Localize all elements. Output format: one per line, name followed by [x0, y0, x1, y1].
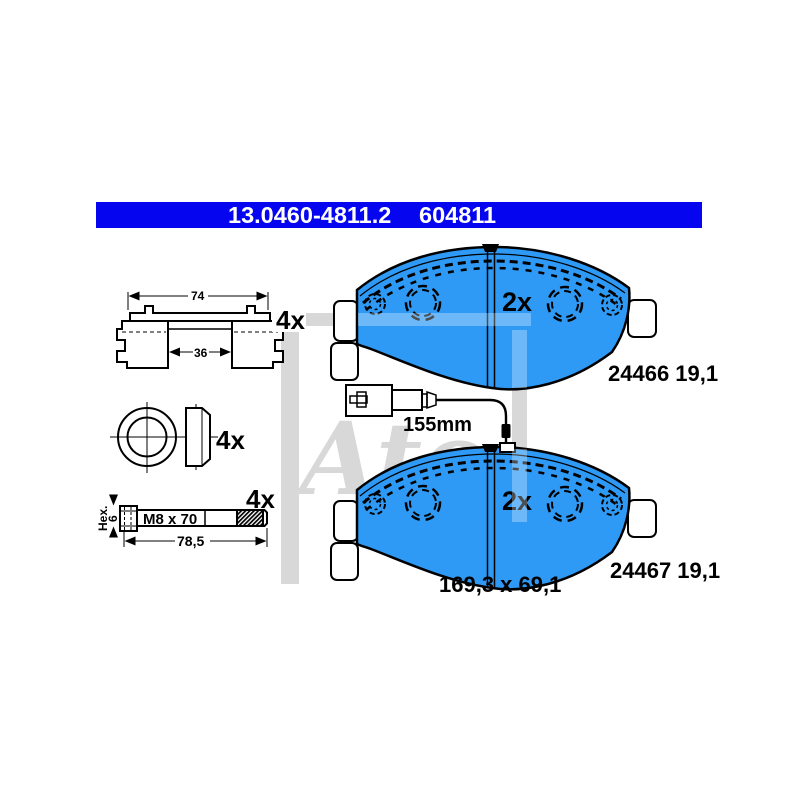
pad-bottom-hatch-1	[362, 459, 622, 505]
sensor-connector-pin	[356, 391, 367, 408]
bolt-thread	[236, 509, 264, 527]
bush-side-view	[185, 407, 211, 467]
pad-top-hole-left	[404, 284, 442, 322]
pad-bottom-hole-left-inner	[409, 489, 437, 517]
clip-qty-backing	[272, 302, 306, 332]
pad-top-qty-label: 2x	[502, 287, 532, 317]
pad-top-screw-hole-left-inner	[368, 297, 382, 311]
watermark-vertical-band-left	[281, 326, 299, 584]
ring-inner-circle	[126, 416, 168, 458]
pad-top-hatch-1	[362, 259, 622, 305]
pad-top-left-ear	[333, 300, 359, 342]
pad-bottom-screw-hole-right	[601, 494, 623, 516]
bolt-spec-label: M8 x 70	[143, 511, 197, 528]
clip-top-rail	[129, 305, 271, 322]
pad-bottom-screw-hole-left-inner	[368, 497, 382, 511]
guide-bolt-drawing: 4x Hex. 6 M8 x 70 78,5	[96, 484, 275, 549]
clip-dim-inner-label: 36	[194, 346, 208, 360]
header-blue-bar	[96, 202, 702, 228]
pad-top-screw-hole-left	[364, 293, 386, 315]
pad-bottom-left-tab	[330, 542, 359, 581]
bolt-head	[119, 505, 138, 532]
band-through-pad-overlay	[358, 313, 531, 326]
header-bar: 13.0460-4811.2 604811	[96, 202, 702, 228]
sensor-cable-sleeve	[501, 424, 511, 438]
pad-bottom-hole-left	[404, 484, 442, 522]
bolt-hex-size: 6	[106, 515, 120, 522]
pad-top-hole-left-inner	[409, 289, 437, 317]
pad-bottom-body	[355, 445, 631, 591]
pad-top-right-tab	[627, 299, 657, 338]
pad-bottom-sensor-mount	[499, 442, 516, 453]
clip-dim-outer-label: 74	[191, 289, 205, 303]
sensor-cable	[436, 398, 508, 428]
pad-bottom-hatch-2	[365, 466, 618, 511]
ring-qty-label: 4x	[216, 425, 245, 455]
stem-through-pad-top-overlay	[512, 330, 527, 388]
clip-left-block	[116, 320, 169, 369]
bolt-tip	[262, 509, 268, 527]
guide-ring-drawing	[110, 402, 218, 473]
sensor-length-label: 155mm	[403, 414, 472, 436]
pad-dimensions-label: 169,3 x 69,1	[439, 572, 561, 597]
sensor-connector-housing	[345, 384, 393, 417]
pad-bottom-screw-hole-right-inner	[605, 498, 619, 512]
pad-bottom-right-tab	[627, 499, 657, 538]
pad-top-hole-right-inner	[551, 290, 579, 318]
pad-top-part-label: 24466 19,1	[608, 361, 718, 386]
pad-top-slot-tab	[482, 244, 499, 252]
wear-sensor-drawing: 155mm	[345, 384, 511, 444]
ring-outer-circle	[117, 407, 177, 467]
pad-top-hole-right	[546, 285, 584, 323]
pad-bottom-slot-tab	[482, 444, 499, 452]
pad-bottom-left-ear	[333, 500, 359, 542]
pad-bottom-screw-hole-left	[364, 493, 386, 515]
article-number: 604811	[419, 202, 496, 228]
pad-bottom-hole-right-inner	[551, 490, 579, 518]
stem-through-pad-bottom-overlay	[512, 449, 527, 522]
brake-pad-bottom: 2x	[330, 442, 657, 591]
bolt-hex-label: Hex.	[96, 506, 110, 531]
catalog-number: 13.0460-4811.2	[228, 202, 391, 228]
bolt-length-label: 78,5	[177, 533, 204, 549]
sensor-body	[391, 389, 423, 411]
retaining-clip-drawing: 74 36	[116, 289, 284, 369]
pad-bottom-qty-label: 2x	[502, 486, 532, 516]
pad-top-hatch-2	[365, 266, 618, 311]
pad-bottom-part-label: 24467 19,1	[610, 558, 720, 583]
sensor-grommet	[426, 390, 437, 410]
pad-top-screw-hole-right	[601, 294, 623, 316]
pad-top-screw-hole-right-inner	[605, 298, 619, 312]
sensor-connector-pin-bar	[349, 395, 368, 404]
pad-top-left-tab	[330, 342, 359, 381]
brake-pad-top: 2x	[330, 244, 657, 391]
clip-qty-label: 4x	[276, 305, 305, 335]
pad-bottom-hole-right	[546, 485, 584, 523]
